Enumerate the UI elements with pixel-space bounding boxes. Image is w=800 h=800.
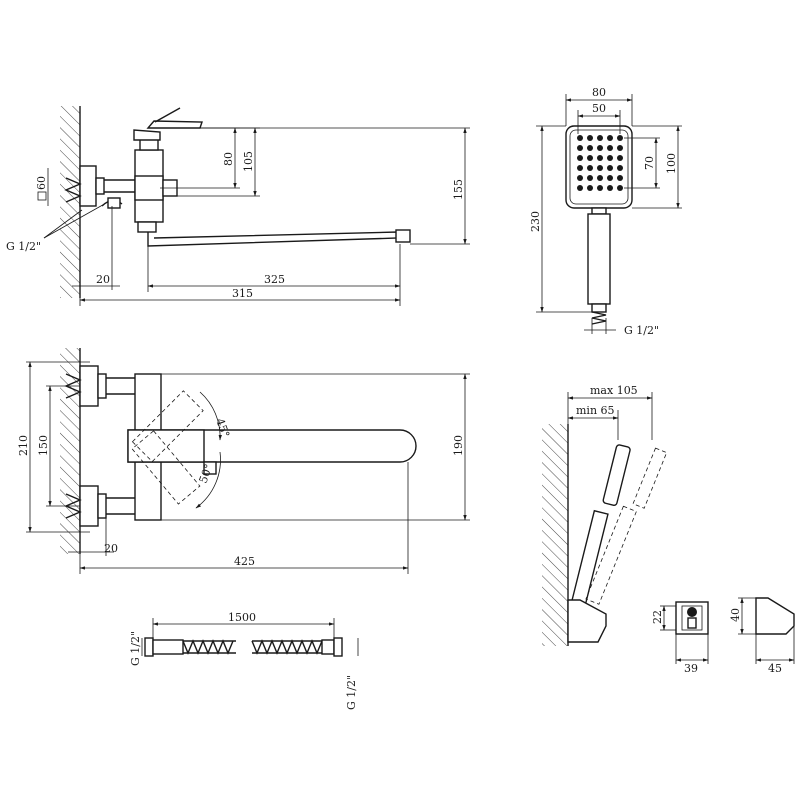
shower-dim-100-label: 100 [665,153,678,174]
holder-shower-head [602,444,631,506]
shower-dim-230-label: 230 [529,211,542,232]
dim-105-label: 105 [242,151,255,172]
bracket-side-profile [755,597,795,635]
bracket-dim-39-label: 39 [684,662,698,675]
mixer-center-block [134,175,164,201]
hose-view: 1500 G 1/2" G 1/2" [129,611,359,710]
top-diverter [203,461,217,475]
angle-arc-45 [199,391,222,441]
shower-connector [591,303,607,313]
holder-shower-ghost-handle [585,505,637,605]
bracket-front-view: 22 39 [651,601,709,675]
dim-315-label: 315 [232,287,253,300]
bracket-dim-40-label: 40 [729,608,742,622]
top-dim-20-label: 20 [104,542,118,555]
shower-neck [591,207,607,215]
shower-dim-80-label: 80 [592,86,606,99]
bracket-side-view: 40 45 [729,597,795,675]
lever-tip [154,107,181,123]
wall-nut [79,165,97,207]
side-thread-label: G 1/2" [6,240,41,253]
top-nut-upper [79,365,99,407]
spout-rotation-ghost-2 [131,430,201,505]
spout-rotation-ghost-1 [131,390,204,463]
dim-210-label: 210 [17,435,30,456]
holder-bracket [567,599,607,643]
thread-spring [64,177,82,203]
angle-45-label: 45° [213,417,232,440]
hand-shower-view: 80 50 70 100 230 G 1/2" [529,86,682,337]
holder-wall-hatch [542,424,568,646]
hose-spiral-left [182,639,234,655]
hose-end-right [333,637,343,657]
dim-155-label: 155 [452,179,465,200]
top-spout-base [127,429,205,463]
angle-arc-50 [195,451,221,509]
bracket-dim-45-label: 45 [768,662,782,675]
dim-20-label: 20 [96,273,110,286]
hose-thread-right: G 1/2" [345,675,358,710]
holder-max-label: max 105 [590,384,638,397]
holder-min-label: min 65 [576,404,615,417]
hose-thread-left: G 1/2" [129,631,142,666]
dim-425-label: 425 [234,555,255,568]
square-symbol [37,191,47,201]
hose-spiral-right [251,639,323,655]
lever-handle [146,120,203,129]
dim-325-label: 325 [264,273,285,286]
angle-50-label: 50° [197,462,216,485]
dim-150-label: 150 [37,435,50,456]
top-view: 45° 50° 210 150 190 20 425 [17,348,470,574]
shower-nozzle-grid [577,135,623,191]
shower-thread-label: G 1/2" [624,324,659,337]
lever-base [133,129,161,141]
wall-hatch [60,106,80,298]
spout-aerator [395,229,411,243]
shower-dim-70-label: 70 [643,156,656,170]
spout [147,231,399,247]
dim-60-label: 60 [35,176,48,190]
dim-190-label: 190 [452,435,465,456]
side-view: 80 105 155 60 G 1/2" 20 325 315 [6,106,470,306]
bracket-screw-hole [687,607,697,617]
shower-handle [587,213,611,305]
bracket-dim-22-label: 22 [651,610,664,624]
holder-side-view: max 105 min 65 [542,384,668,646]
top-nut-lower [79,485,99,527]
nut-collar [95,177,105,195]
dim-80-label: 80 [222,152,235,166]
holder-shower-ghost-head [632,447,668,509]
shower-dim-50-label: 50 [592,102,606,115]
hose-end-left [144,637,154,657]
dim-1500-label: 1500 [228,611,256,624]
